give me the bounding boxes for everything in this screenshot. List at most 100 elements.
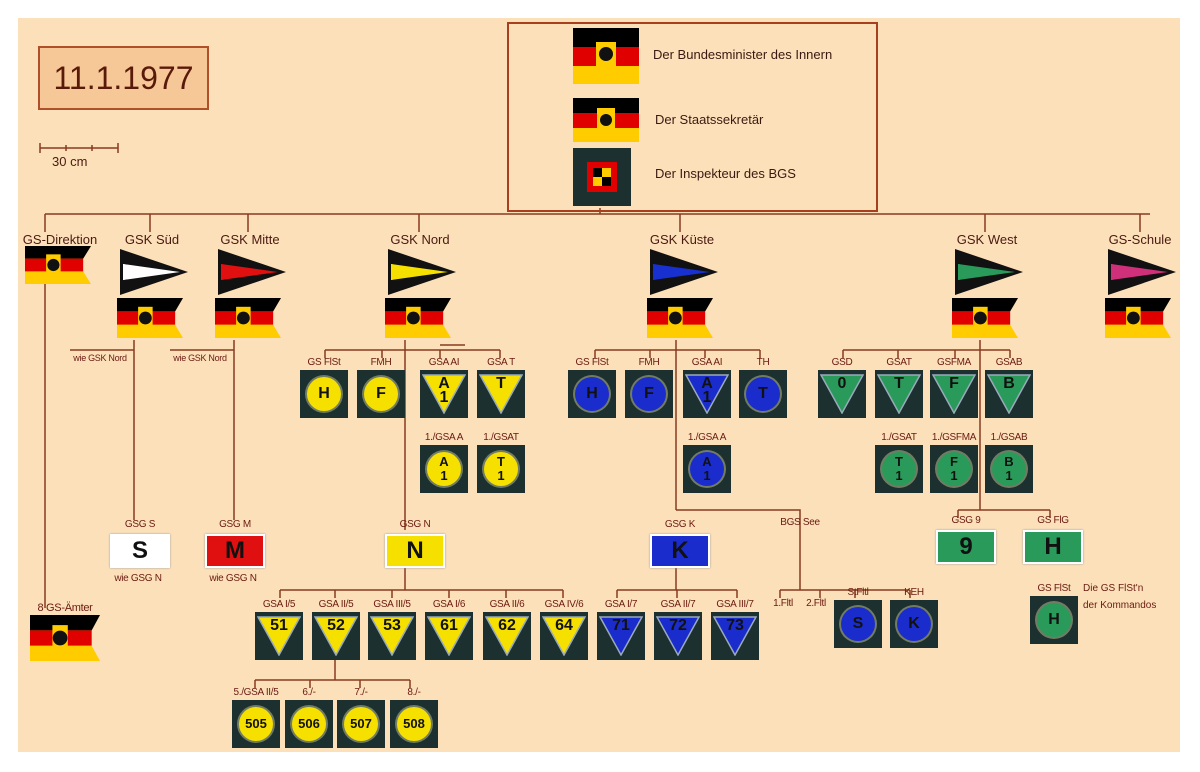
note-label: wie GSG N [114,573,162,584]
command-label: GSK West [956,232,1018,247]
unit-label: GSG S [124,519,156,530]
insignia-symbol: 52 [327,617,345,634]
triangle-insignia-icon: 72 [654,612,702,660]
unit-label: GSA III/7 [716,599,754,610]
circle-insignia-icon: A 1 [420,445,468,493]
circle-insignia-icon: T 1 [875,445,923,493]
insignia-symbol: H [307,377,341,411]
insignia-symbol: T 1 [484,452,518,486]
note-label: der Kommandos [1083,600,1157,611]
triangle-insignia-icon: 53 [368,612,416,660]
command-pennant-icon [1108,249,1176,295]
command-flag-icon [25,246,91,284]
insignia-symbol: F [364,377,398,411]
aemter-flag-icon [30,615,100,661]
command-label: GSK Mitte [220,232,280,247]
insignia-symbol: T 1 [882,452,916,486]
command-label: GSK Küste [649,232,715,247]
date-label: 11.1.1977 [38,46,209,110]
insignia-symbol: 506 [292,707,326,741]
leadership-box: Der Bundesminister des Innern Der Staats… [507,22,878,212]
unit-label: GSG K [664,519,696,530]
circle-insignia-icon: H [1030,596,1078,644]
insignia-symbol: 0 [837,375,847,392]
unit-flag-icon: K [650,534,710,568]
unit-label: GSG M [219,519,251,530]
circle-insignia-icon: H [568,370,616,418]
circle-insignia-icon: B 1 [985,445,1033,493]
leadership-label: Der Inspekteur des BGS [655,166,796,181]
command-label: GSK Süd [124,232,180,247]
note-label: 1.Fltl [773,598,793,609]
unit-label: 1./GSAT [881,432,917,443]
command-pennant-icon [650,249,718,295]
unit-label: GSA I/5 [262,599,296,610]
insignia-symbol: A 1 [701,375,713,406]
unit-label: 1./GSA A [687,432,727,443]
unit-label: GS FlSt [307,357,341,368]
circle-insignia-icon: 507 [337,700,385,748]
circle-insignia-icon: T 1 [477,445,525,493]
insignia-symbol: K [897,607,931,641]
unit-label: GSA II/6 [489,599,525,610]
unit-label: FMH [370,357,392,368]
unit-label: 1./GSFMA [931,432,977,443]
unit-label: GSG N [399,519,431,530]
insignia-symbol: F [949,375,959,392]
inspector-flag-icon [573,148,631,206]
triangle-insignia-icon: 61 [425,612,473,660]
insignia-symbol: T [496,375,506,392]
insignia-symbol: 73 [726,617,744,634]
unit-label: 1./GSA A [424,432,464,443]
unit-label: GSA AI [428,357,460,368]
triangle-insignia-icon: 71 [597,612,645,660]
unit-label: GSA II/7 [660,599,696,610]
note-label: wie GSK Nord [173,353,227,363]
note-label: wie GSG N [209,573,257,584]
triangle-insignia-icon: A 1 [683,370,731,418]
unit-label: GSG 9 [951,515,981,526]
unit-label: 8./- [407,687,421,698]
scale-label: 30 cm [52,154,88,169]
command-flag-icon [952,298,1018,338]
note-label: 8 GS-Ämter [37,602,93,614]
unit-label: GSAB [995,357,1023,368]
unit-label: 7./- [354,687,368,698]
federal-flag-icon [573,98,639,142]
unit-label: GS FlSt [1037,583,1071,594]
insignia-symbol: B 1 [992,452,1026,486]
unit-label: GSA AI [691,357,723,368]
unit-label: GSAT [886,357,912,368]
unit-flag-icon: S [110,534,170,568]
unit-label: GS FlG [1037,515,1069,526]
insignia-symbol: 53 [383,617,401,634]
circle-insignia-icon: H [300,370,348,418]
unit-label: GSA IV/6 [544,599,584,610]
triangle-insignia-icon: 0 [818,370,866,418]
unit-flag-icon: 9 [936,530,996,564]
unit-label: GSA I/6 [432,599,466,610]
triangle-insignia-icon: B [985,370,1033,418]
insignia-symbol: 508 [397,707,431,741]
insignia-symbol: 71 [612,617,630,634]
federal-flag-icon [573,28,639,84]
triangle-insignia-icon: F [930,370,978,418]
unit-label: GSA II/5 [318,599,354,610]
insignia-symbol: A 1 [427,452,461,486]
insignia-symbol: S [841,607,875,641]
circle-insignia-icon: A 1 [683,445,731,493]
unit-label: GSD [831,357,853,368]
circle-insignia-icon: K [890,600,938,648]
command-flag-icon [647,298,713,338]
command-pennant-icon [955,249,1023,295]
circle-insignia-icon: F 1 [930,445,978,493]
unit-label: 1./GSAB [990,432,1028,443]
note-label: BGS See [780,517,820,528]
insignia-symbol: B [1003,375,1015,392]
circle-insignia-icon: F [625,370,673,418]
insignia-symbol: F [632,377,666,411]
unit-label: GSA T [487,357,515,368]
circle-insignia-icon: 506 [285,700,333,748]
circle-insignia-icon: T [739,370,787,418]
insignia-symbol: H [1037,603,1071,637]
